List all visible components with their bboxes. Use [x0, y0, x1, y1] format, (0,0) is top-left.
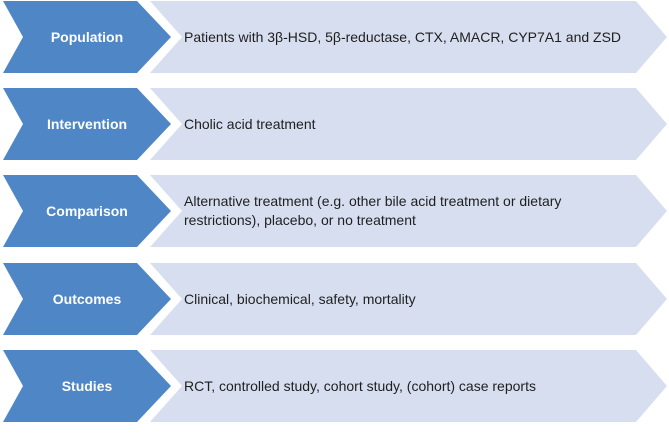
- studies-description: RCT, controlled study, cohort study, (co…: [184, 377, 536, 394]
- studies-label: Studies: [61, 378, 113, 394]
- comparison-description: Alternative treatment (e.g. other bile a…: [184, 193, 562, 228]
- content-chevron: [150, 175, 667, 247]
- intervention-label: Intervention: [46, 116, 128, 132]
- row-intervention: Cholic acid treatment Intervention: [0, 88, 669, 160]
- intervention-description: Cholic acid treatment: [184, 115, 316, 132]
- outcomes-description: Clinical, biochemical, safety, mortality: [184, 290, 416, 307]
- comparison-label: Comparison: [46, 203, 128, 219]
- population-label: Population: [50, 29, 124, 45]
- label-chevron: [3, 175, 171, 247]
- label-chevron: [3, 350, 171, 422]
- label-chevron: [3, 1, 171, 73]
- label-chevron: [3, 263, 171, 335]
- content-chevron: [150, 263, 667, 335]
- row-population: Patients with 3β-HSD, 5β-reductase, CTX,…: [0, 1, 669, 73]
- content-chevron: [150, 350, 667, 422]
- population-description: Patients with 3β-HSD, 5β-reductase, CTX,…: [184, 28, 622, 45]
- outcomes-label: Outcomes: [52, 291, 122, 307]
- content-chevron: [150, 88, 667, 160]
- content-chevron: [150, 1, 667, 73]
- row-outcomes: Clinical, biochemical, safety, mortality…: [0, 263, 669, 335]
- row-studies: RCT, controlled study, cohort study, (co…: [0, 350, 669, 422]
- label-chevron: [3, 88, 171, 160]
- row-comparison: Alternative treatment (e.g. other bile a…: [0, 175, 669, 247]
